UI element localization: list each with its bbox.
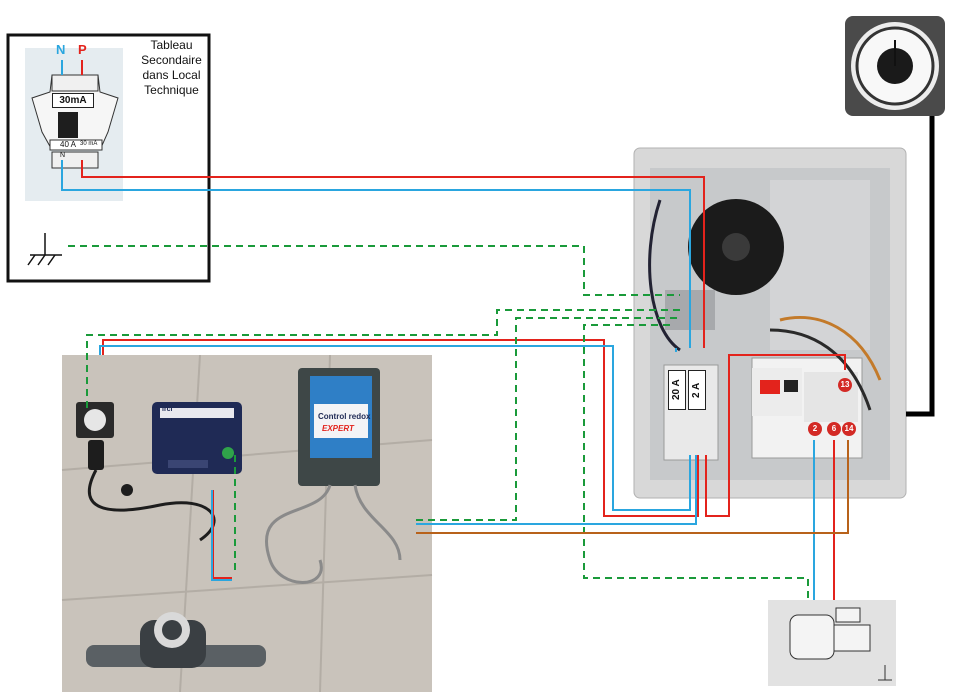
redox-controller [265,368,402,584]
panel-title-line: dans Local [142,68,201,82]
breaker-rating: 40 A [60,140,77,149]
ground-symbol [27,233,62,266]
breaker-2a-label: 2 A [688,370,706,410]
panel-title-line: Secondaire [141,53,202,67]
breaker-sub-rating: 30 mA [80,141,98,147]
terminal-2: 2 [808,422,822,436]
neutral-label: N [56,42,66,57]
breaker-20a-label: 20 A [668,370,686,410]
neutral-wires [61,60,815,600]
pump-drawing [768,600,896,686]
timer-link [906,116,935,417]
phase-wires [81,60,846,600]
panel-title-line: Tableau [150,38,193,52]
rcd-label: 30mA [52,93,94,108]
control-box-photo [633,147,907,499]
redox-title: Control redox [318,412,371,421]
electrolyser-unit [152,402,242,474]
devices-photo [61,354,433,693]
signal-wire [416,440,849,534]
electrolyser-brand: ircl [162,406,173,413]
redox-subtitle: EXPERT [322,424,354,433]
timer-clock [845,16,945,116]
panel-title: Tableau Secondaire dans Local Technique [134,38,209,98]
terminal-13: 13 [838,378,852,392]
earth-wires [68,245,809,600]
panel-title-line: Technique [144,83,199,97]
phase-label: P [78,42,87,57]
breaker-panel [6,33,211,283]
terminal-14: 14 [842,422,856,436]
terminal-6: 6 [827,422,841,436]
flow-cell [86,612,266,668]
terminal-n-label: N [60,152,66,159]
